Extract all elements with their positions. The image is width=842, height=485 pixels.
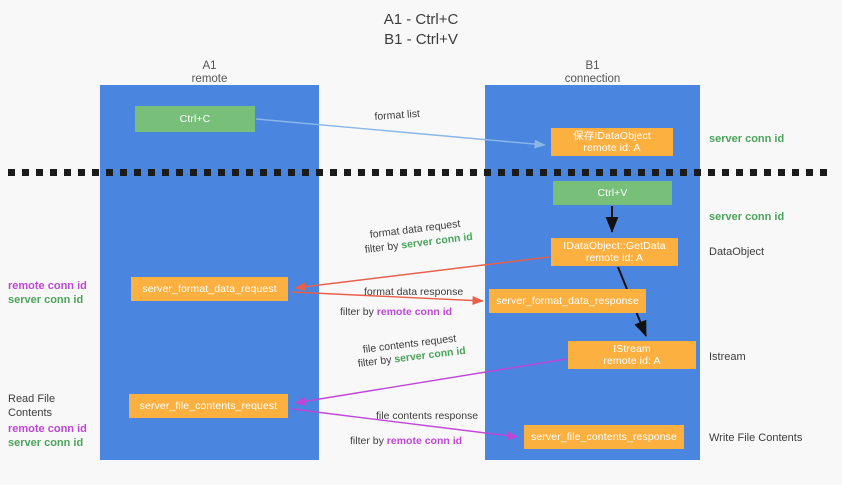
caption-filter-key-2: remote conn id (376, 306, 453, 318)
label-conn-ids-format: remote conn id server conn id (8, 279, 96, 307)
box-server-format-data-response[interactable]: server_format_data_response (489, 289, 646, 313)
box-getdata-line1: IDataObject::GetData (563, 239, 666, 252)
label-remote-conn-id-format: remote conn id (8, 280, 87, 292)
column-header-b1-name: B1 (585, 60, 600, 72)
box-server-file-contents-request-label: server_file_contents_request (139, 399, 278, 412)
box-istream-line1: IStream (613, 342, 651, 355)
box-server-format-data-request[interactable]: server_format_data_request (131, 277, 288, 301)
box-ctrl-c-label: Ctrl+C (179, 112, 211, 125)
box-server-format-data-response-label: server_format_data_response (496, 294, 639, 307)
box-getdata-line2: remote id: A (585, 252, 644, 264)
column-header-a1: A1 remote (100, 60, 319, 86)
page-title: A1 - Ctrl+C B1 - Ctrl+V (0, 10, 842, 50)
box-server-file-contents-response[interactable]: server_file_contents_response (524, 425, 684, 449)
label-dataobject: DataObject (709, 246, 765, 258)
caption-filter-prefix-1: filter by (364, 239, 403, 256)
label-remote-conn-id-file: remote conn id (8, 423, 87, 435)
column-header-a1-name: A1 (202, 60, 217, 72)
box-idataobject[interactable]: 保存IDataObject remote id: A (551, 128, 673, 156)
caption-file-contents-response: file contents response (376, 410, 479, 422)
box-istream-line2: remote id: A (603, 355, 661, 367)
label-write-file-contents: Write File Contents (709, 432, 803, 444)
title-line-1: A1 - Ctrl+C (383, 11, 459, 28)
box-server-file-contents-response-label: server_file_contents_response (531, 430, 677, 443)
box-idataobject-line2: remote id: A (583, 142, 641, 154)
box-ctrl-v[interactable]: Ctrl+V (553, 181, 672, 205)
label-server-conn-id-file: server conn id (8, 437, 84, 449)
box-idataobject-getdata[interactable]: IDataObject::GetData remote id: A (551, 238, 678, 266)
column-header-b1: B1 connection (485, 60, 700, 86)
caption-filter-prefix-4: filter by (350, 435, 387, 447)
caption-filter-key-4: remote conn id (386, 435, 463, 447)
caption-filter-prefix-2: filter by (340, 306, 377, 318)
label-read-file-contents: Read File Contents (8, 393, 56, 419)
label-istream: Istream (709, 351, 746, 363)
column-header-b1-role: connection (564, 73, 621, 85)
phase-separator-dashed-line (8, 169, 834, 176)
label-read-file-contents-group: Read File Contents remote conn id server… (8, 392, 100, 450)
box-istream[interactable]: IStream remote id: A (568, 341, 696, 369)
box-idataobject-line1: 保存IDataObject (573, 129, 651, 142)
box-server-file-contents-request[interactable]: server_file_contents_request (129, 394, 288, 418)
label-server-conn-id-format: server conn id (8, 294, 84, 306)
box-server-format-data-request-label: server_format_data_request (142, 282, 277, 295)
label-server-conn-id-top: server conn id (709, 133, 785, 145)
label-server-conn-id-second: server conn id (709, 211, 785, 223)
box-ctrl-v-label: Ctrl+V (597, 186, 628, 199)
column-header-a1-role: remote (191, 73, 228, 85)
caption-format-list: format list (374, 107, 421, 123)
caption-format-data-response-filter: filter by remote conn id (340, 305, 452, 319)
caption-format-data-response: format data response (364, 286, 464, 298)
caption-file-contents-response-filter: filter by remote conn id (350, 434, 462, 448)
caption-filter-prefix-3: filter by (357, 353, 396, 370)
box-ctrl-c[interactable]: Ctrl+C (135, 106, 255, 132)
title-line-2: B1 - Ctrl+V (384, 31, 458, 48)
